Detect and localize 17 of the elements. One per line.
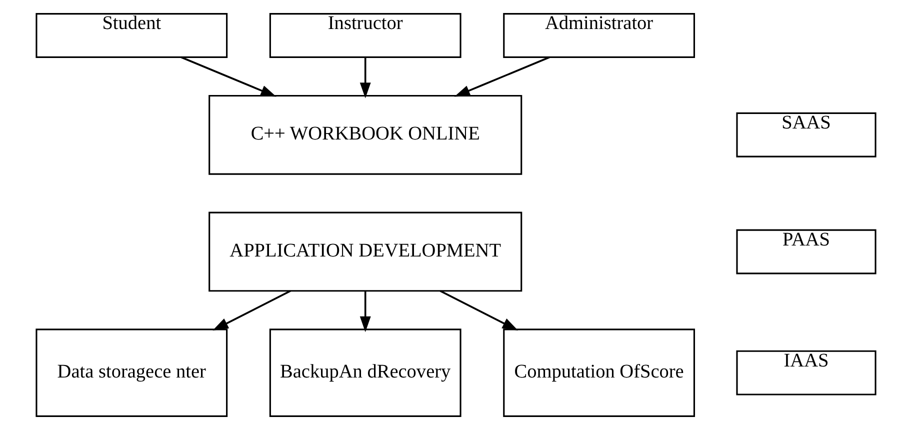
node-box: Data storagece nter	[35, 328, 228, 416]
node-box: SAAS	[736, 112, 876, 157]
arrow	[359, 290, 370, 332]
node-box: Student	[35, 12, 228, 58]
node-box: C++ WORKBOOK ONLINE	[208, 94, 522, 174]
node-box: Administrator	[502, 12, 694, 58]
arrow	[212, 290, 290, 330]
arrow	[454, 56, 550, 96]
node-box: PAAS	[736, 228, 876, 274]
arrow	[180, 56, 276, 96]
arrow	[439, 290, 518, 330]
node-box: Instructor	[268, 12, 461, 58]
arrow	[359, 56, 370, 98]
node-box: IAAS	[736, 350, 876, 395]
node-box: BackupAn dRecovery	[268, 328, 461, 416]
node-box: Computation OfScore	[502, 328, 694, 416]
node-box: APPLICATION DEVELOPMENT	[208, 211, 522, 292]
